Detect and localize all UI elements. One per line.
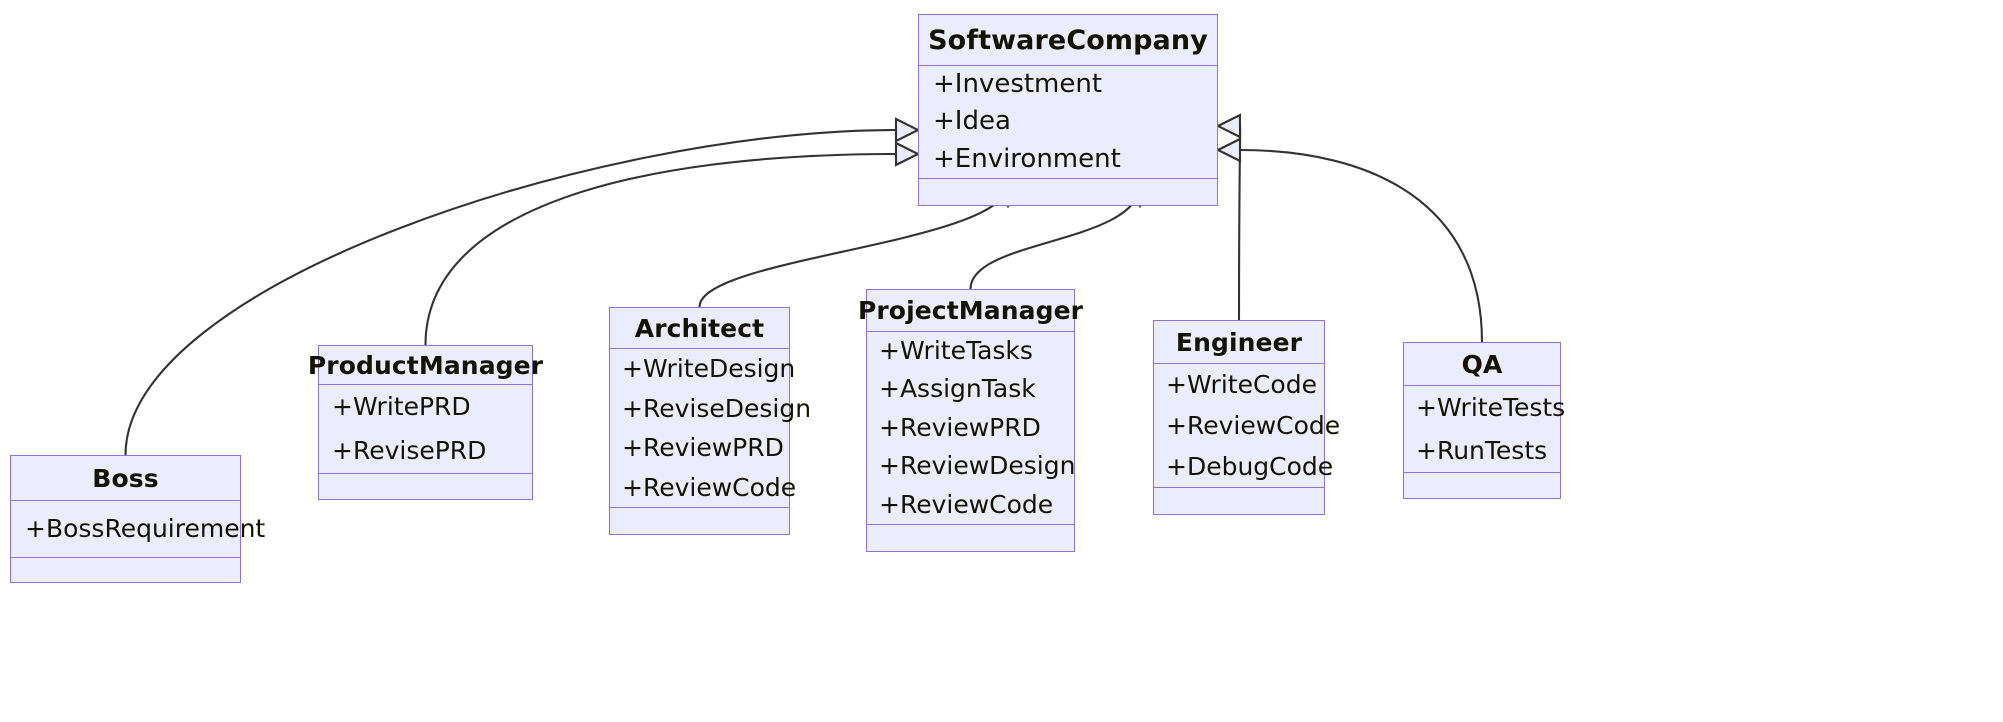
class-attribute: +ReviewCode [879,489,1054,519]
class-box-software-company[interactable]: SoftwareCompany +Investment +Idea +Environm… [918,14,1218,206]
class-box-qa[interactable]: QA +WriteTests +RunTests [1403,342,1566,499]
attributes-compartment-project-manager: +WriteTasks +AssignTask +ReviewPRD +ReviewD… [867,332,1076,524]
class-attribute: +ReviseDesign [622,393,812,423]
class-attribute: +RevisePRD [332,436,487,465]
attributes-compartment-qa: +WriteTests +RunTests [1404,386,1566,472]
methods-compartment-engineer [1154,488,1324,514]
class-attribute: +WriteTasks [879,335,1033,365]
methods-compartment-qa [1404,473,1560,498]
compartment-divider [1404,385,1560,386]
class-attribute: +Environment [933,143,1121,174]
class-name-boss: Boss [92,463,159,493]
class-name-software-company: SoftwareCompany [928,24,1208,56]
class-attribute: +AssignTask [879,374,1036,404]
compartment-divider [919,178,1217,179]
class-attribute: +ReviewCode [1166,411,1341,440]
methods-compartment-architect [610,508,789,534]
methods-compartment-project-manager [867,525,1074,551]
generalization-edge-qa [1239,148,1484,343]
class-attribute: +Investment [933,69,1103,100]
class-attribute: +WriteCode [1166,370,1317,399]
inheritance-arrowhead-boss [894,117,921,143]
class-name-product-manager: ProductManager [307,350,544,380]
class-box-boss[interactable]: Boss +BossRequirement [10,455,266,583]
inheritance-arrowhead-qa [1215,137,1242,163]
attributes-compartment-engineer: +WriteCode +ReviewCode +DebugCode [1154,364,1341,487]
compartment-divider [1154,363,1324,364]
compartment-divider [319,473,532,474]
class-box-engineer[interactable]: Engineer +WriteCode +ReviewCode +DebugCode [1153,320,1341,515]
methods-compartment-product-manager [319,474,532,499]
class-attribute: +ReviewPRD [879,412,1041,442]
methods-compartment-boss [11,558,240,582]
compartment-divider [11,500,240,501]
generalization-edge-engineer [1237,124,1242,321]
class-name-engineer: Engineer [1175,327,1303,357]
class-box-project-manager[interactable]: ProjectManager +WriteTasks +AssignTask +Rev… [857,289,1084,552]
class-attribute: +ReviewPRD [622,433,784,462]
attributes-compartment-architect: +WriteDesign +ReviseDesign +ReviewPRD +Revi… [610,349,812,507]
class-attribute: +RunTests [1416,436,1548,465]
class-attribute: +Idea [933,106,1011,137]
class-name-qa: QA [1461,349,1503,379]
compartment-divider [610,507,789,508]
compartment-divider [867,331,1074,332]
methods-compartment-software-company [919,179,1217,205]
compartment-divider [1154,487,1324,488]
compartment-divider [11,557,240,558]
inheritance-arrowhead-product-manager [894,141,921,167]
attributes-compartment-software-company: +Investment +Idea +Environment [919,66,1217,178]
inheritance-arrowhead-engineer [1215,113,1242,139]
class-attribute: +BossRequirement [25,514,266,543]
class-attribute: +WriteDesign [622,354,796,383]
compartment-divider [867,524,1074,525]
class-box-architect[interactable]: Architect +WriteDesign +ReviseDesign +Revie… [609,307,812,535]
class-attribute: +ReviewCode [622,472,797,502]
attributes-compartment-product-manager: +WritePRD +RevisePRD [319,385,532,473]
class-name-project-manager: ProjectManager [857,296,1084,325]
class-attribute: +ReviewDesign [879,451,1076,481]
class-attribute: +WritePRD [332,392,471,421]
class-attribute: +WriteTests [1416,393,1566,422]
class-name-architect: Architect [634,313,765,343]
compartment-divider [1404,472,1560,473]
compartment-divider [919,65,1217,67]
class-box-product-manager[interactable]: ProductManager +WritePRD +RevisePRD [307,345,544,500]
attributes-compartment-boss: +BossRequirement [11,501,266,557]
class-attribute: +DebugCode [1166,452,1334,481]
